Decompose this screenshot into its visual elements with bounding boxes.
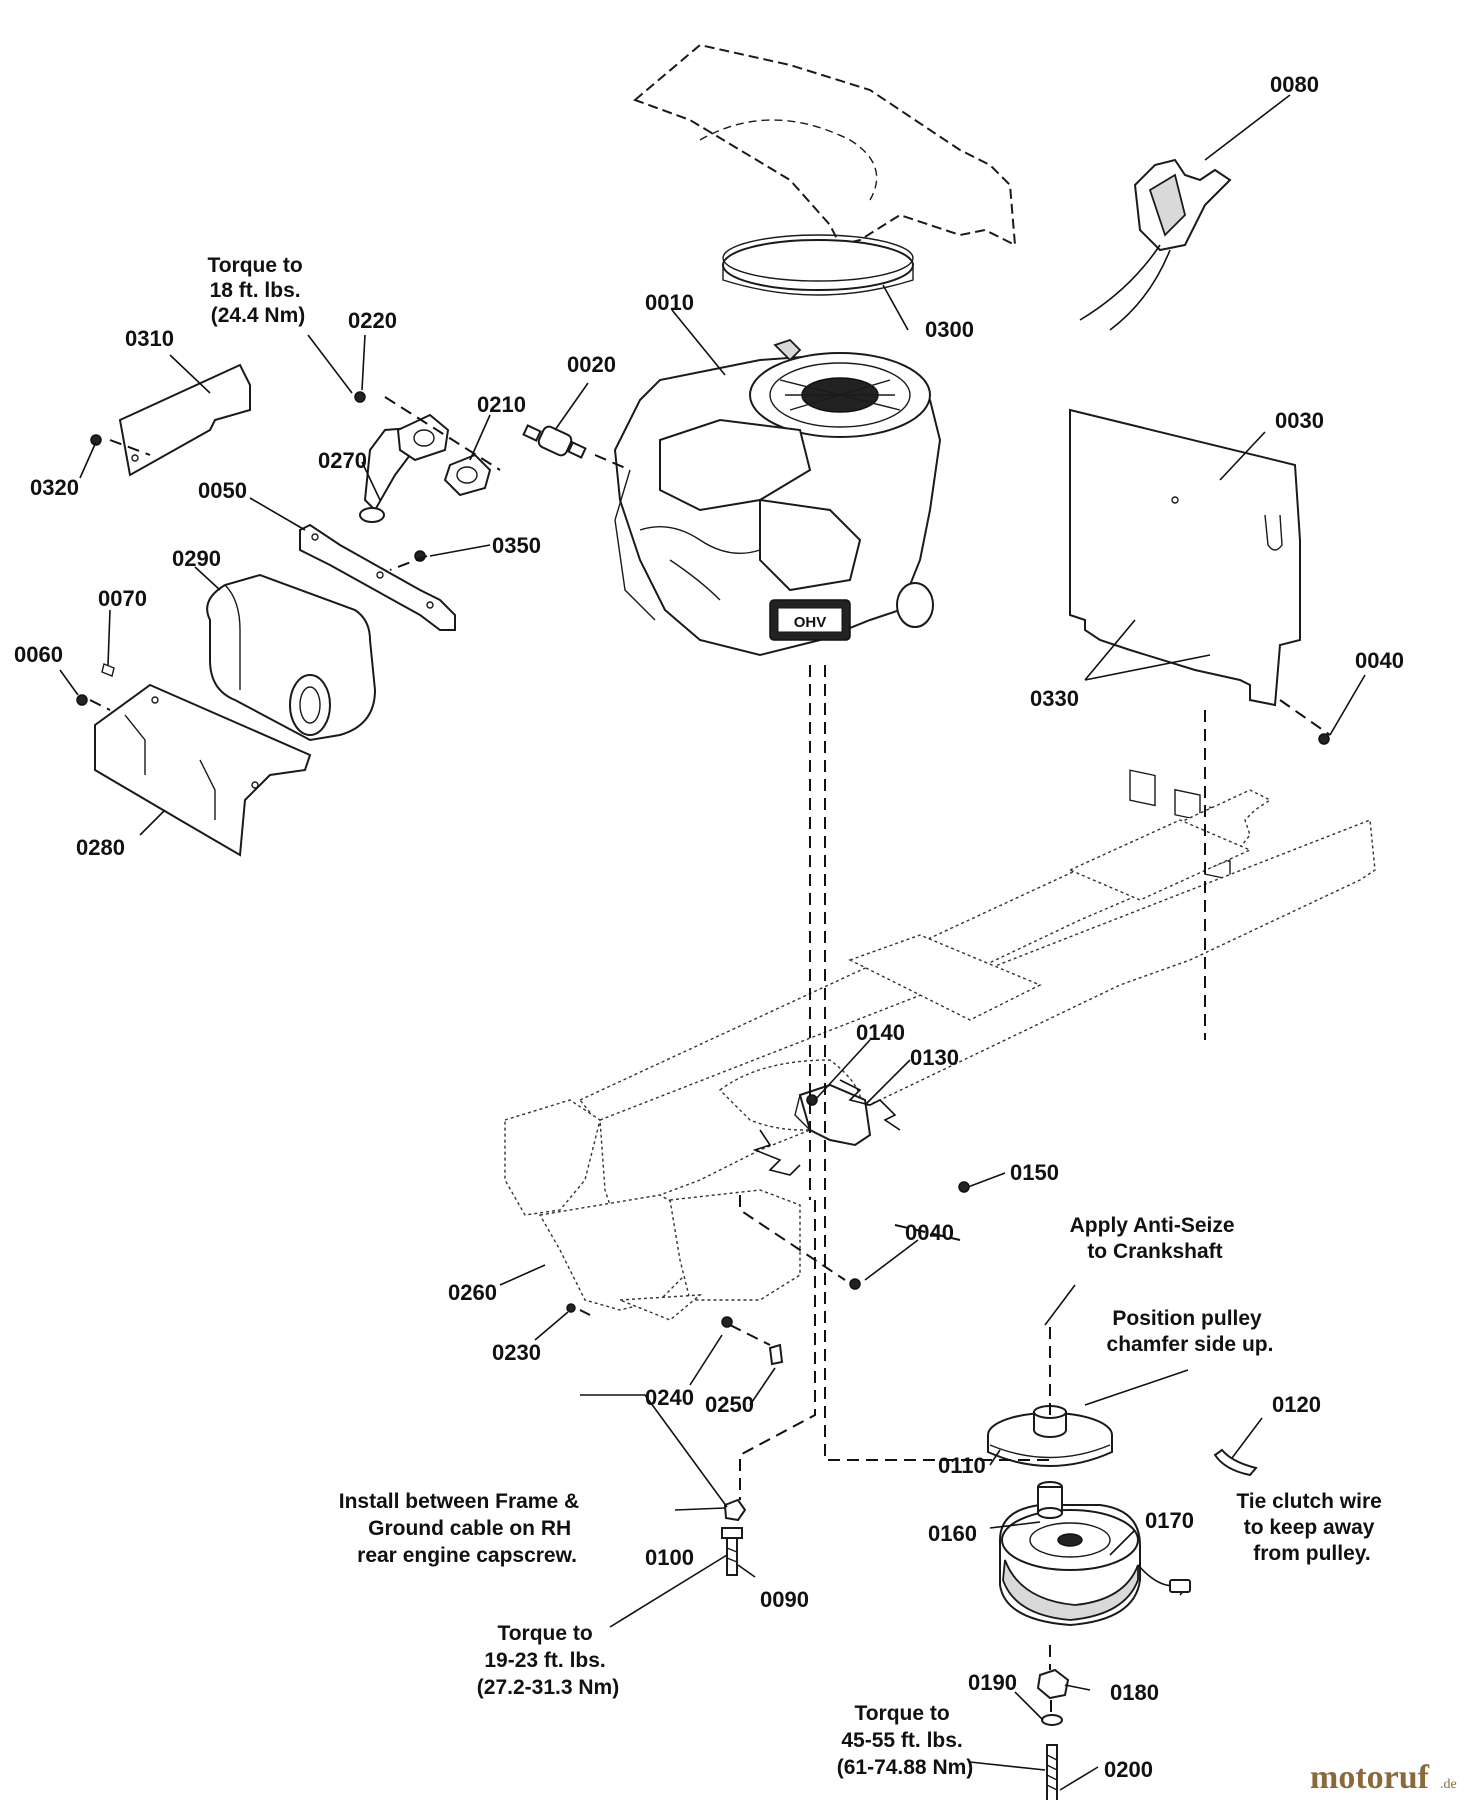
label-0190: 0190: [968, 1670, 1017, 1695]
label-0050: 0050: [198, 478, 247, 503]
label-0060: 0060: [14, 642, 63, 667]
exhaust-gasket-0210: [443, 453, 492, 497]
break-line-lower: [752, 1129, 801, 1176]
muffler-0290: [206, 573, 377, 742]
label-0250: 0250: [705, 1392, 754, 1417]
label-0040-lower: 0040: [905, 1220, 954, 1245]
label-0140: 0140: [856, 1020, 905, 1045]
label-0110: 0110: [938, 1453, 986, 1478]
fasteners: [76, 391, 1330, 1366]
engine-0010: OHV: [613, 338, 942, 657]
label-0160: 0160: [928, 1521, 977, 1546]
label-0300: 0300: [925, 317, 974, 342]
watermark: motoruf .de: [1310, 1759, 1457, 1796]
exhaust-pipe-0270: [359, 413, 450, 523]
note-anti-seize: Apply Anti-Seize to Crankshaft: [1070, 1214, 1241, 1263]
label-0280: 0280: [76, 835, 125, 860]
label-0030: 0030: [1275, 408, 1324, 433]
engine-badge: OHV: [794, 614, 827, 631]
label-0120: 0120: [1272, 1392, 1321, 1417]
note-pulley: Position pulley chamfer side up.: [1107, 1307, 1274, 1356]
fuel-filter-0020: [522, 424, 587, 459]
label-0090: 0090: [760, 1587, 809, 1612]
spacer-0160: [1037, 1481, 1063, 1519]
note-torque-clutch: Torque to 45-55 ft. lbs. (61-74.88 Nm): [837, 1702, 974, 1779]
muffler-plate-0310: [118, 363, 251, 477]
watermark-suffix: .de: [1440, 1777, 1457, 1792]
heat-shield-panel-0030: [1069, 408, 1301, 881]
label-0230: 0230: [492, 1340, 541, 1365]
label-0270: 0270: [318, 448, 367, 473]
label-0010: 0010: [645, 290, 694, 315]
label-0320: 0320: [30, 475, 79, 500]
label-0170: 0170: [1145, 1508, 1194, 1533]
label-0290: 0290: [172, 546, 221, 571]
engine-shroud-0300: [633, 43, 1017, 296]
label-0180: 0180: [1110, 1680, 1159, 1705]
watermark-brand: motoruf: [1310, 1759, 1430, 1796]
assembly-lines: [89, 396, 1331, 1712]
label-0100: 0100: [645, 1545, 694, 1570]
leader-lines: [59, 94, 1366, 1791]
clutch-hardware: [1036, 1668, 1070, 1800]
wire-tie-0120: [1213, 1448, 1258, 1477]
note-torque-engine: Torque to 19-23 ft. lbs. (27.2-31.3 Nm): [477, 1622, 619, 1699]
label-0310: 0310: [125, 326, 174, 351]
label-0020: 0020: [567, 352, 616, 377]
label-0040-upper: 0040: [1355, 648, 1404, 673]
label-0210: 0210: [477, 392, 526, 417]
label-0260: 0260: [448, 1280, 497, 1305]
label-0200: 0200: [1104, 1757, 1153, 1782]
part-labels: 0080 0300 0010 0020 0030 0040 0330 0310 …: [14, 72, 1404, 1782]
note-clutch-wire: Tie clutch wire to keep away from pulley…: [1236, 1490, 1387, 1565]
label-0220: 0220: [348, 308, 397, 333]
label-0130: 0130: [910, 1045, 959, 1070]
notes: Torque to 18 ft. lbs. (24.4 Nm) Apply An…: [207, 254, 1387, 1779]
tractor-frame: [504, 789, 1376, 1321]
throttle-cable-0080: [1079, 158, 1232, 331]
label-0070: 0070: [98, 586, 147, 611]
muffler-guard-0280: [94, 683, 312, 857]
label-0240: 0240: [645, 1385, 694, 1410]
note-torque-exhaust: Torque to 18 ft. lbs. (24.4 Nm): [207, 254, 308, 327]
muffler-bracket-0050: [299, 523, 456, 631]
note-ground-cable: Install between Frame & Ground cable on …: [339, 1490, 585, 1567]
break-line-upper: [839, 1079, 901, 1131]
label-0080: 0080: [1270, 72, 1319, 97]
label-0330: 0330: [1030, 686, 1079, 711]
label-0150: 0150: [1010, 1160, 1059, 1185]
ground-hardware: [721, 1498, 747, 1576]
pulley-0110: [987, 1405, 1113, 1467]
label-0350: 0350: [492, 533, 541, 558]
pto-clutch-0170: [999, 1504, 1191, 1627]
